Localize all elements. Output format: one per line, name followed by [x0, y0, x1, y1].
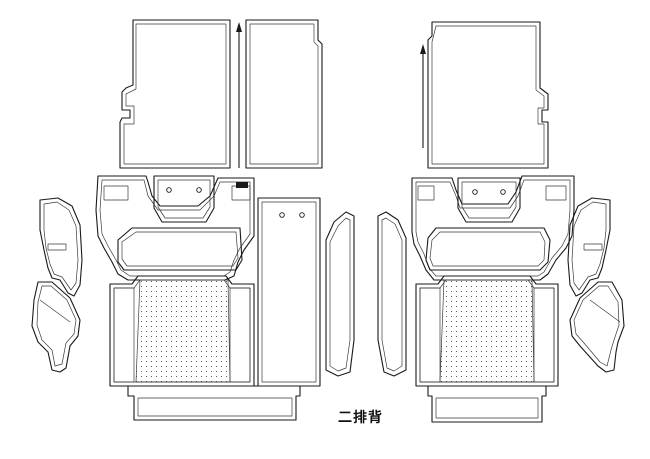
right-lower-bolster [569, 281, 625, 373]
right-direction-arrow [420, 44, 426, 148]
right-outer-bolster [567, 197, 611, 297]
left-center-back-frame [95, 175, 255, 281]
left-back-cushion [117, 227, 243, 271]
left-top-back-panel-b [245, 19, 323, 169]
left-lower-bolster [31, 281, 81, 373]
left-direction-arrow [236, 22, 242, 168]
right-headrest-cover [457, 177, 521, 223]
left-mat-set [31, 19, 355, 421]
left-headrest-cover [153, 175, 215, 223]
left-bottom-strip [127, 385, 301, 421]
right-mat-set [377, 21, 625, 423]
right-bottom-strip [427, 385, 547, 423]
right-side-strip [377, 211, 407, 377]
left-seat-cushion [109, 275, 255, 387]
diagram-caption: 二排背 [338, 410, 383, 426]
right-seat-cushion [415, 275, 559, 387]
right-back-cushion [425, 227, 551, 271]
left-outer-bolster [39, 197, 83, 297]
right-top-back-panel [427, 21, 549, 169]
left-top-back-panel-a [119, 19, 231, 169]
left-tall-center-panel [257, 197, 321, 387]
left-side-strip [325, 211, 355, 377]
